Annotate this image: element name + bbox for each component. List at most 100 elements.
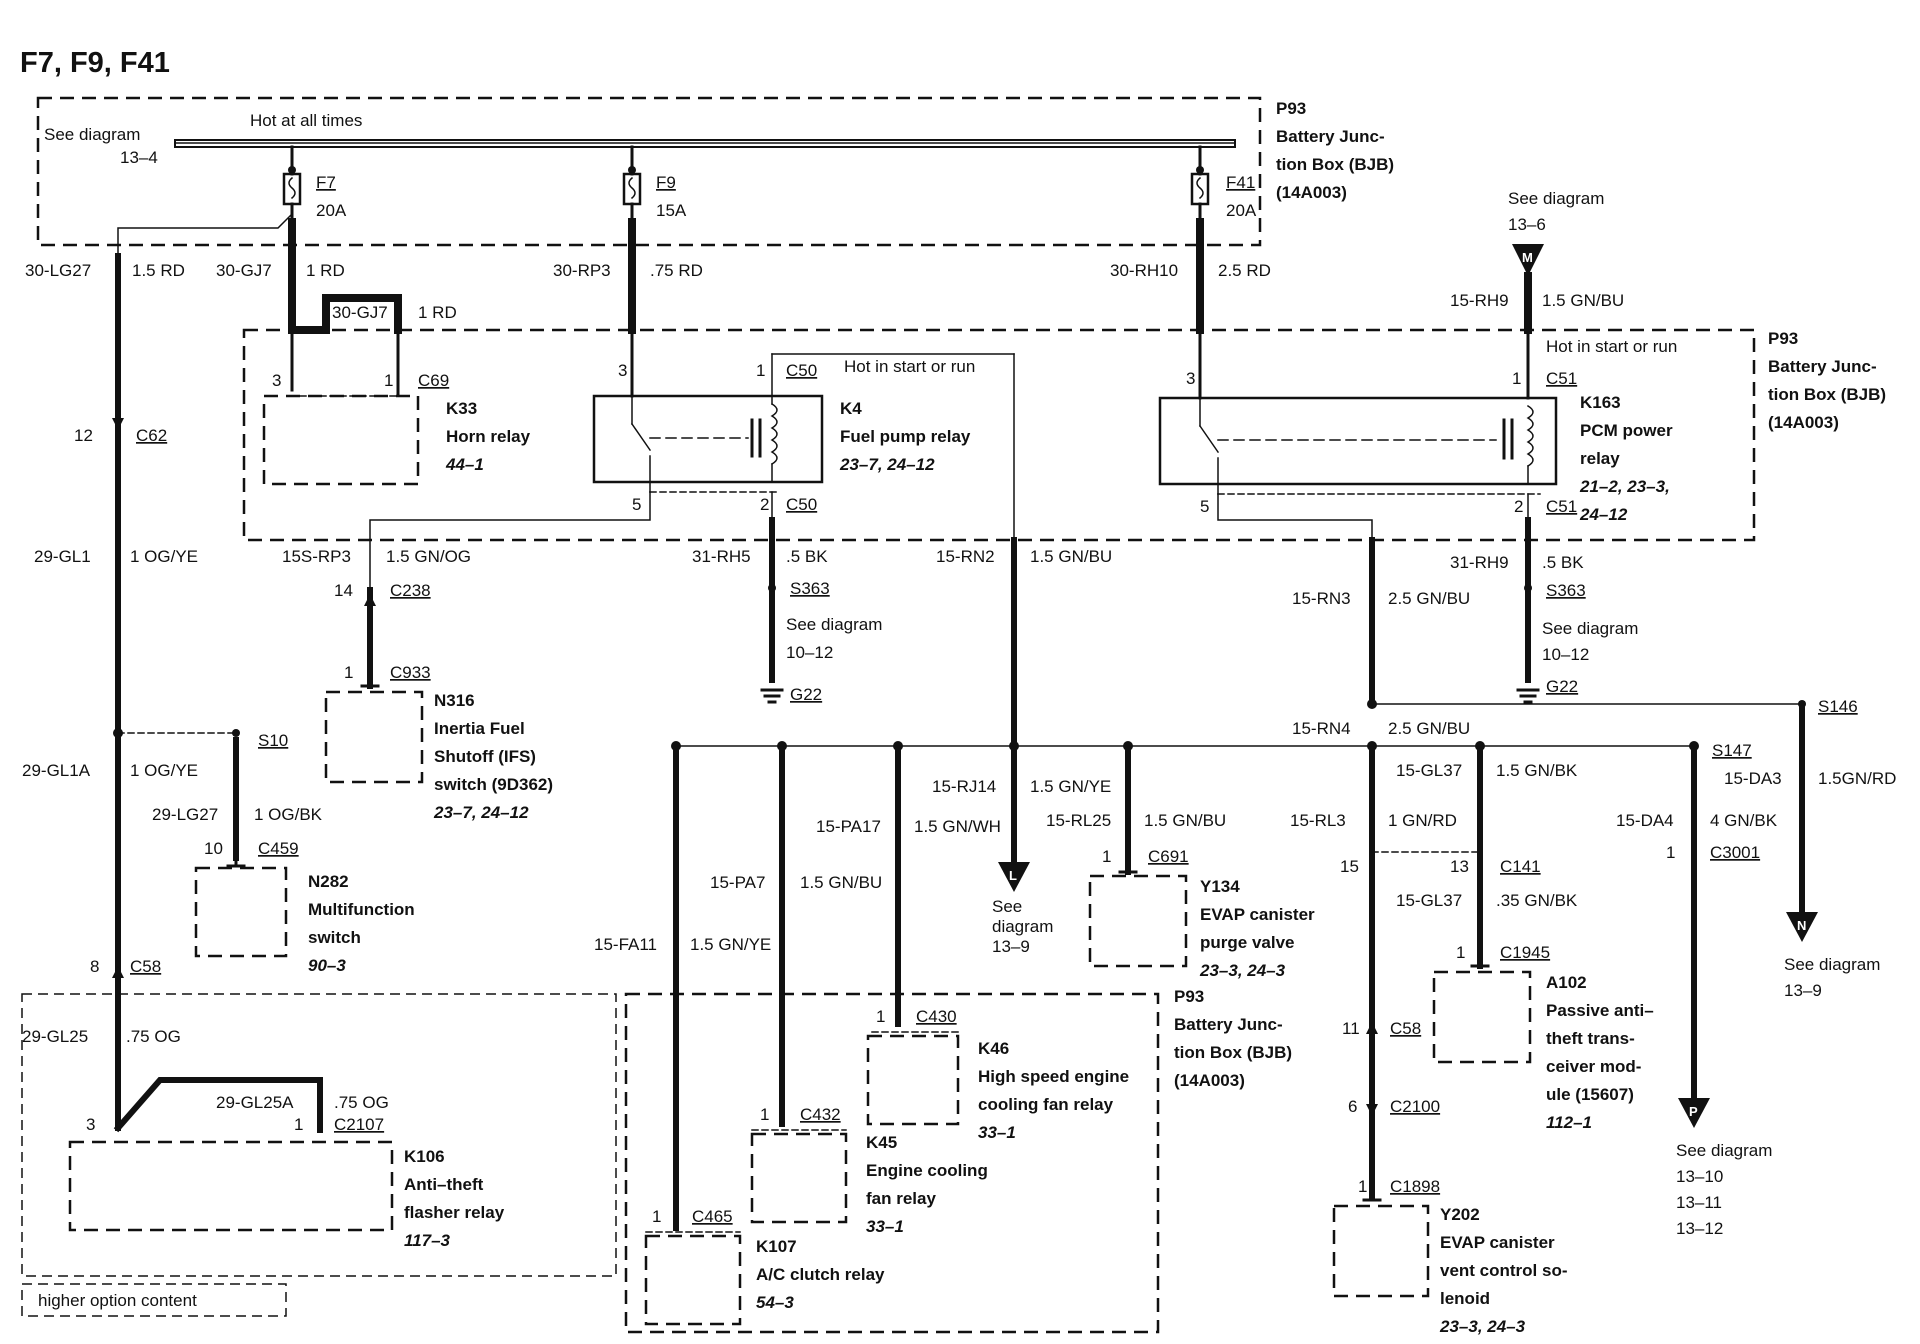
fuse-f7-name: F7 (316, 173, 336, 192)
bus-see-diagram-num: 13–4 (120, 148, 158, 167)
component-k45 (750, 1132, 848, 1224)
connector-c2100: C2100 (1390, 1097, 1440, 1116)
connector-c58b-arrow (1366, 1022, 1378, 1034)
a102-label3: ceiver mod- (1546, 1057, 1641, 1076)
pin-12: 12 (74, 426, 93, 445)
k45-label1: Engine cooling (866, 1161, 988, 1180)
circuit-15pa7-id: 15-PA7 (710, 873, 765, 892)
pin-3d: 3 (86, 1115, 95, 1134)
splice-s10: S10 (258, 731, 288, 750)
circuit-29lg27-spec: 1 OG/BK (254, 805, 323, 824)
circuit-15rj14-id: 15-RJ14 (932, 777, 996, 796)
component-k46 (866, 1034, 960, 1126)
connector-c933: C933 (390, 663, 431, 682)
circuit-15da4-spec: 4 GN/BK (1710, 811, 1778, 830)
circuit-30rh10-spec: 2.5 RD (1218, 261, 1271, 280)
k33-ref: K33 (446, 399, 477, 418)
n282-ref: N282 (308, 872, 349, 891)
connector-c141: C141 (1500, 857, 1541, 876)
ground-g22b: G22 (1546, 677, 1578, 696)
pin-11: 11 (1342, 1019, 1360, 1038)
k4-switch-arm (630, 422, 652, 452)
k4-page: 23–7, 24–12 (839, 455, 935, 474)
n316-page: 23–7, 24–12 (433, 803, 529, 822)
n316-label1: Inertia Fuel (434, 719, 525, 738)
k107-label: A/C clutch relay (756, 1265, 885, 1284)
k107-ref: K107 (756, 1237, 797, 1256)
bus-see-diagram: See diagram (44, 125, 140, 144)
ground-g22a-symbol (760, 688, 784, 704)
pin-1g: 1 (1456, 943, 1465, 962)
splice-s363a: S363 (790, 579, 830, 598)
k163-page2: 24–12 (1579, 505, 1628, 524)
circuit-15pa7-spec: 1.5 GN/BU (800, 873, 882, 892)
splice-s363a-dot (768, 584, 776, 592)
ref-l-see: See (992, 897, 1022, 916)
circuit-29gl25a-spec: .75 OG (334, 1093, 389, 1112)
fuse-f41-name: F41 (1226, 173, 1255, 192)
wire-30gj7-loop (288, 294, 402, 334)
connector-c1945: C1945 (1500, 943, 1550, 962)
bjb-bot-name1: Battery Junc- (1174, 1015, 1283, 1034)
n282-label2: switch (308, 928, 361, 947)
circuit-29gl1-id: 29-GL1 (34, 547, 91, 566)
bjb-mid-box (242, 328, 1756, 542)
pin-2b: 2 (1514, 497, 1523, 516)
pin-1i: 1 (1358, 1177, 1367, 1196)
ref-l-arrow (998, 862, 1030, 892)
y202-label2: vent control so- (1440, 1261, 1568, 1280)
n316-ref: N316 (434, 691, 475, 710)
bjb-top-part: (14A003) (1276, 183, 1347, 202)
k106-ref: K106 (404, 1147, 445, 1166)
circuit-15gl37-id: 15-GL37 (1396, 761, 1462, 780)
bjb-mid-part: (14A003) (1768, 413, 1839, 432)
k163-ref: K163 (1580, 393, 1621, 412)
component-a102 (1432, 970, 1532, 1064)
pin-8: 8 (90, 957, 99, 976)
bjb-bot-name2: tion Box (BJB) (1174, 1043, 1292, 1062)
n316-label3: switch (9D362) (434, 775, 553, 794)
ref-n-arrow (1786, 912, 1818, 942)
ref-m-see: See diagram (1508, 189, 1604, 208)
circuit-30gj7-id: 30-GJ7 (216, 261, 272, 280)
ref-p-arrow (1678, 1098, 1710, 1128)
y134-label1: EVAP canister (1200, 905, 1315, 924)
circuit-30gj7b-id: 30-GJ7 (332, 303, 388, 322)
ground-g22b-see: See diagram (1542, 619, 1638, 638)
k163-page1: 21–2, 23–3, (1579, 477, 1670, 496)
fuse-f9 (622, 145, 642, 224)
ref-l-num: 13–9 (992, 937, 1030, 956)
pin-1d: 1 (344, 663, 353, 682)
ref-p-see: See diagram (1676, 1141, 1772, 1160)
k106-label2: flasher relay (404, 1203, 505, 1222)
splice-s147: S147 (1712, 741, 1752, 760)
higher-option-legend (21, 1283, 287, 1317)
bjb-mid-name2: tion Box (BJB) (1768, 385, 1886, 404)
pin-3a: 3 (272, 371, 281, 390)
fuse-f9-rating: 15A (656, 201, 687, 220)
connector-c238: C238 (390, 581, 431, 600)
circuit-15rn3-id: 15-RN3 (1292, 589, 1351, 608)
connector-c50b: C50 (786, 495, 817, 514)
pin-5b: 5 (1200, 497, 1209, 516)
ref-m-letter: M (1522, 250, 1533, 265)
connector-c2107: C2107 (334, 1115, 384, 1134)
n282-label1: Multifunction (308, 900, 415, 919)
ref-n-letter: N (1797, 918, 1806, 933)
circuit-15rl25-spec: 1.5 GN/BU (1144, 811, 1226, 830)
circuit-29gl25-spec: .75 OG (126, 1027, 181, 1046)
k107-page: 54–3 (756, 1293, 794, 1312)
ground-g22a-num: 10–12 (786, 643, 833, 662)
pin-1b: 1 (756, 361, 765, 380)
connector-c3001: C3001 (1710, 843, 1760, 862)
circuit-29lg27-id: 29-LG27 (152, 805, 218, 824)
a102-ref: A102 (1546, 973, 1587, 992)
ground-g22b-symbol (1516, 688, 1540, 704)
circuit-29gl1a-spec: 1 OG/YE (130, 761, 198, 780)
a102-label4: ule (15607) (1546, 1085, 1634, 1104)
circuit-15gl37b-id: 15-GL37 (1396, 891, 1462, 910)
connector-c50a: C50 (786, 361, 817, 380)
bjb-top-ref: P93 (1276, 99, 1306, 118)
pin-1e: 1 (294, 1115, 303, 1134)
